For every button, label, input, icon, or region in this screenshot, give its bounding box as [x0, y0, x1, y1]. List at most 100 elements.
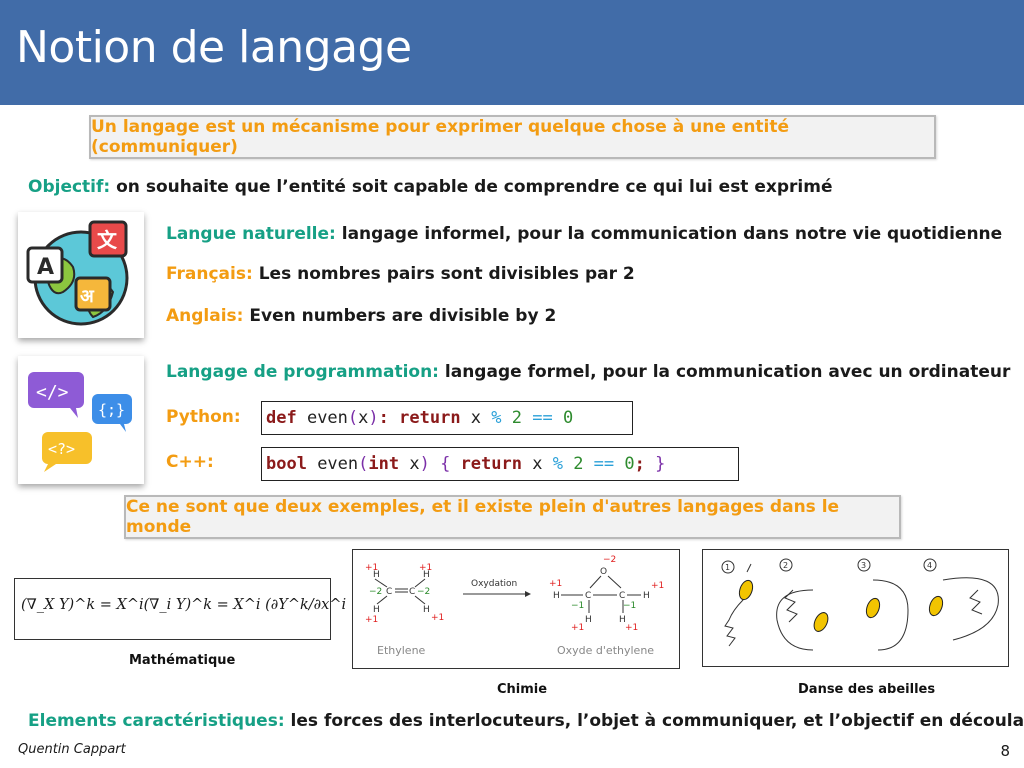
examples-note-box: Ce ne sont que deux exemples, et il exis…: [124, 495, 901, 539]
svg-text:A: A: [37, 255, 54, 280]
code-name: even: [296, 408, 348, 428]
svg-text:H: H: [553, 591, 560, 601]
code-semicolon: ;: [634, 454, 645, 474]
elements-text: les forces des interlocuteurs, l’objet à…: [290, 711, 1024, 731]
svg-text:+1: +1: [571, 623, 584, 633]
math-caption: Mathématique: [129, 653, 236, 668]
examples-note-text: Ce ne sont que deux exemples, et il exis…: [126, 497, 840, 537]
code-paren: (: [358, 454, 369, 474]
code-keyword: bool: [266, 454, 307, 474]
code-number: 0: [552, 408, 574, 428]
code-colon: :: [378, 408, 389, 428]
bee-icon: [738, 579, 754, 601]
svg-text:+1: +1: [431, 613, 444, 623]
french-label: Français:: [166, 264, 253, 284]
programming-label: Langage de programmation:: [166, 362, 439, 382]
svg-text:+1: +1: [549, 579, 562, 589]
svg-text:C: C: [585, 591, 591, 601]
title-bar: Notion de langage: [0, 0, 1024, 105]
definition-text: Un langage est un mécanisme pour exprime…: [91, 117, 790, 157]
svg-text:H: H: [423, 605, 430, 615]
svg-text:+1: +1: [651, 581, 664, 591]
code-operator: ==: [593, 454, 615, 474]
code-name: even: [306, 454, 359, 474]
bee-step-number: 2: [783, 561, 788, 570]
svg-text:C: C: [386, 587, 392, 597]
svg-text:H: H: [619, 615, 626, 625]
french-line: Français: Les nombres pairs sont divisib…: [166, 264, 635, 284]
svg-text:−2: −2: [603, 555, 616, 565]
code-operator: ==: [532, 408, 553, 428]
svg-text:+1: +1: [365, 563, 378, 573]
code-operator: %: [491, 408, 502, 428]
bee-step-number: 4: [927, 561, 932, 570]
slide-title: Notion de langage: [16, 22, 412, 73]
cpp-label: C++:: [166, 452, 214, 472]
translation-card: A 文 अ: [18, 212, 144, 338]
bee-icon: [813, 612, 829, 632]
footer-author: Quentin Cappart: [18, 742, 126, 757]
reactant-label: Ethylene: [377, 644, 426, 657]
bee-step-number: 1: [725, 563, 730, 572]
bee-icon: [865, 597, 881, 619]
code-brace: }: [644, 454, 666, 474]
reaction-label: Oxydation: [471, 579, 517, 589]
code-paren: ): [419, 454, 430, 474]
objective-label: Objectif:: [28, 177, 111, 197]
svg-text:C: C: [409, 587, 415, 597]
python-code: def even(x): return x % 2 == 0: [261, 401, 633, 435]
definition-box: Un langage est un mécanisme pour exprime…: [89, 115, 936, 159]
objective-text: on souhaite que l’entité soit capable de…: [116, 177, 833, 197]
code-var: x: [399, 454, 420, 474]
elements-line: Elements caractéristiques: les forces de…: [28, 711, 1024, 731]
svg-text:C: C: [619, 591, 625, 601]
cpp-code: bool even(int x) { return x % 2 == 0; }: [261, 447, 739, 481]
page-number: 8: [1000, 742, 1010, 760]
svg-text:−1: −1: [571, 601, 584, 611]
math-formula-image: (∇_X Y)^k = X^i(∇_i Y)^k = X^i (∂Y^k/∂x^…: [14, 578, 470, 640]
code-paren: ): [368, 408, 379, 428]
bee-dance-caption: Danse des abeilles: [798, 682, 936, 697]
programming-text: langage formel, pour la communication av…: [444, 362, 1011, 382]
product-label: Oxyde d'ethylene: [557, 644, 654, 657]
code-keyword: int: [368, 454, 400, 474]
svg-text:</>: </>: [36, 382, 69, 403]
svg-text:<?>: <?>: [48, 440, 75, 458]
code-operator: %: [552, 454, 563, 474]
code-arg: x: [358, 408, 369, 428]
svg-text:H: H: [373, 605, 380, 615]
code-number: 2: [562, 454, 594, 474]
translation-globe-icon: A 文 अ: [26, 220, 129, 326]
code-keyword: return: [388, 408, 461, 428]
natural-label: Langue naturelle:: [166, 224, 336, 244]
english-label: Anglais:: [166, 306, 244, 326]
svg-text:+1: +1: [419, 563, 432, 573]
code-brace: {: [429, 454, 451, 474]
bee-dance-diagram: 1 2 3 4: [721, 558, 999, 651]
bee-icon: [928, 595, 944, 617]
natural-text: langage informel, pour la communication …: [341, 224, 1003, 244]
programming-line: Langage de programmation: langage formel…: [166, 362, 1010, 382]
svg-text:O: O: [600, 567, 607, 577]
svg-text:−2: −2: [369, 587, 382, 597]
english-text: Even numbers are divisible by 2: [249, 306, 557, 326]
elements-label: Elements caractéristiques:: [28, 711, 285, 731]
code-var: x: [460, 408, 492, 428]
code-keyword: def: [266, 408, 297, 428]
code-var: x: [521, 454, 553, 474]
svg-text:+1: +1: [365, 615, 378, 625]
natural-language-line: Langue naturelle: langage informel, pour…: [166, 224, 1002, 244]
svg-text:+1: +1: [625, 623, 638, 633]
svg-text:H: H: [373, 570, 380, 580]
bee-step-number: 3: [861, 561, 866, 570]
objective-line: Objectif: on souhaite que l’entité soit …: [28, 177, 832, 197]
chemistry-caption: Chimie: [497, 682, 548, 697]
svg-text:अ: अ: [80, 286, 95, 307]
code-keyword: return: [450, 454, 522, 474]
python-label: Python:: [166, 407, 241, 427]
code-card: </> {;} <?>: [18, 356, 144, 484]
code-number: 0: [614, 454, 635, 474]
svg-text:H: H: [423, 570, 430, 580]
